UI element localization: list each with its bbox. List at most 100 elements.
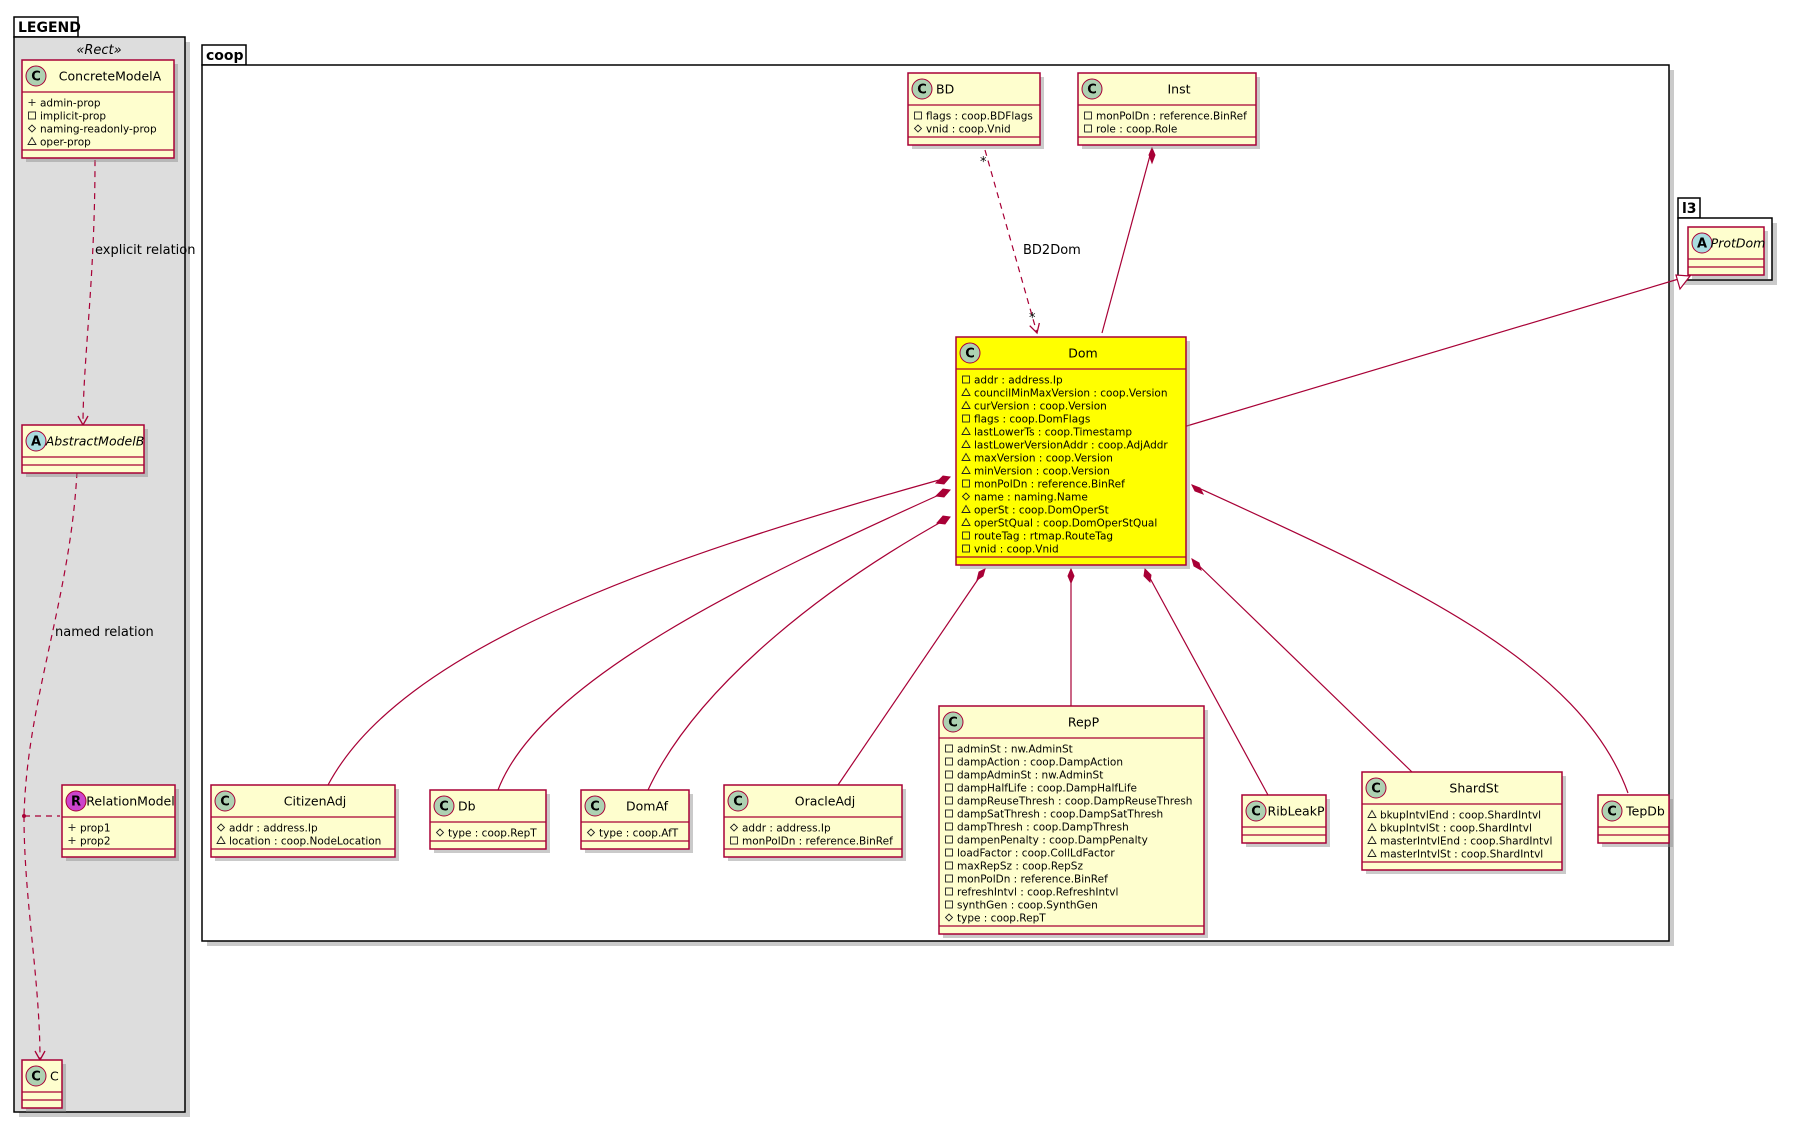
diamond-icon [976, 568, 986, 582]
class-attribute: role : coop.Role [1096, 123, 1177, 135]
class-attribute: councilMinMaxVersion : coop.Version [974, 387, 1168, 399]
visibility-icon [961, 426, 971, 435]
visibility-icon [729, 823, 739, 832]
svg-text:C: C [220, 795, 230, 810]
svg-text:C: C [917, 83, 927, 98]
visibility-icon [945, 887, 953, 896]
visibility-icon [1367, 848, 1377, 857]
class-icon: C [727, 790, 749, 812]
inst-dom-composition-line [1101, 147, 1153, 334]
visibility-icon [945, 835, 953, 844]
class-name: Inst [1167, 82, 1190, 97]
legend-package-title: LEGEND [18, 20, 81, 36]
visibility-icon [1084, 111, 1092, 120]
class-attribute: routeTag : rtmap.RouteTag [974, 530, 1113, 542]
class-name: C [50, 1069, 59, 1084]
class-attribute: minVersion : coop.Version [974, 465, 1110, 477]
named-relation-line-to-c [23, 815, 46, 1062]
dom-db-line [497, 489, 951, 791]
svg-text:C: C [965, 347, 975, 362]
class-abstract-model-b[interactable]: A AbstractModelB [21, 424, 148, 477]
class-attribute: synthGen : coop.SynthGen [957, 899, 1098, 911]
named-relation-label: named relation [55, 625, 154, 640]
visibility-icon [1367, 822, 1377, 831]
class-name: TepDb [1625, 804, 1665, 819]
visibility-icon [961, 504, 971, 513]
protdom-generalization-line [1179, 277, 1683, 429]
class-attribute: flags : coop.DomFlags [974, 413, 1090, 425]
visibility-icon [945, 757, 953, 766]
l3-package-title: l3 [1682, 201, 1697, 217]
visibility-icon [945, 874, 953, 883]
class-attribute: lastLowerTs : coop.Timestamp [974, 426, 1132, 438]
visibility-icon [961, 439, 971, 448]
class-attribute: dampAdminSt : nw.AdminSt [957, 769, 1103, 781]
class-attribute: addr : address.Ip [742, 822, 831, 834]
visibility-icon [945, 796, 953, 805]
svg-text:C: C [439, 800, 449, 815]
visibility-icon [1367, 835, 1377, 844]
bd2dom-line [984, 149, 1040, 335]
class-name: ShardSt [1449, 781, 1498, 796]
class-attribute: dampThresh : coop.DampThresh [957, 821, 1129, 833]
visibility-icon [961, 465, 971, 474]
class-attribute: monPolDn : reference.BinRef [1096, 110, 1247, 122]
svg-text:C: C [31, 1070, 41, 1085]
class-attribute: monPolDn : reference.BinRef [974, 478, 1125, 490]
class-attribute: operSt : coop.DomOperSt [974, 504, 1109, 516]
svg-text:C: C [948, 716, 958, 731]
class-attribute: naming-readonly-prop [40, 123, 157, 135]
class-attribute: dampAction : coop.DampAction [957, 756, 1123, 768]
svg-text:C: C [1087, 83, 1097, 98]
visibility-icon [945, 744, 953, 753]
class-attribute: curVersion : coop.Version [974, 400, 1107, 412]
svg-text:C: C [1371, 782, 1381, 797]
visibility-icon [945, 770, 953, 779]
visibility-icon [28, 111, 36, 120]
class-attribute: vnid : coop.Vnid [926, 123, 1011, 135]
visibility-icon [216, 835, 226, 844]
inst-diamond-icon [1148, 146, 1156, 165]
class-name: AbstractModelB [45, 434, 145, 449]
class-icon: C [911, 78, 933, 100]
class-attribute: adminSt : nw.AdminSt [957, 743, 1073, 755]
svg-text:A: A [31, 435, 41, 450]
svg-text:C: C [590, 800, 600, 815]
diamond-icon [934, 475, 951, 485]
class-attribute: type : coop.RepT [957, 912, 1046, 924]
visibility-icon [1084, 124, 1092, 133]
class-name: Dom [1068, 346, 1097, 361]
relations: explicit relation named relation BD2Dom … [22, 146, 1692, 1062]
abstract-class-icon: A [25, 430, 47, 452]
diamond-icon [1191, 557, 1202, 572]
class-attribute: implicit-prop [40, 110, 106, 122]
class-name: OracleAdj [795, 794, 855, 809]
class-attribute: operStQual : coop.DomOperStQual [974, 517, 1157, 529]
visibility-icon [586, 828, 596, 837]
explicit-relation-label: explicit relation [95, 243, 195, 258]
class-attribute: bkupIntvlEnd : coop.ShardIntvl [1380, 809, 1541, 821]
class-icon: C [433, 795, 455, 817]
legend-package: LEGEND «Rect» [13, 16, 190, 1117]
class-attribute: loadFactor : coop.CollLdFactor [957, 847, 1115, 859]
diamond-icon [1190, 484, 1205, 495]
visibility-icon [961, 400, 971, 409]
class-attribute: location : coop.NodeLocation [229, 835, 381, 847]
class-attribute: name : naming.Name [974, 491, 1088, 503]
visibility-icon [962, 544, 970, 553]
